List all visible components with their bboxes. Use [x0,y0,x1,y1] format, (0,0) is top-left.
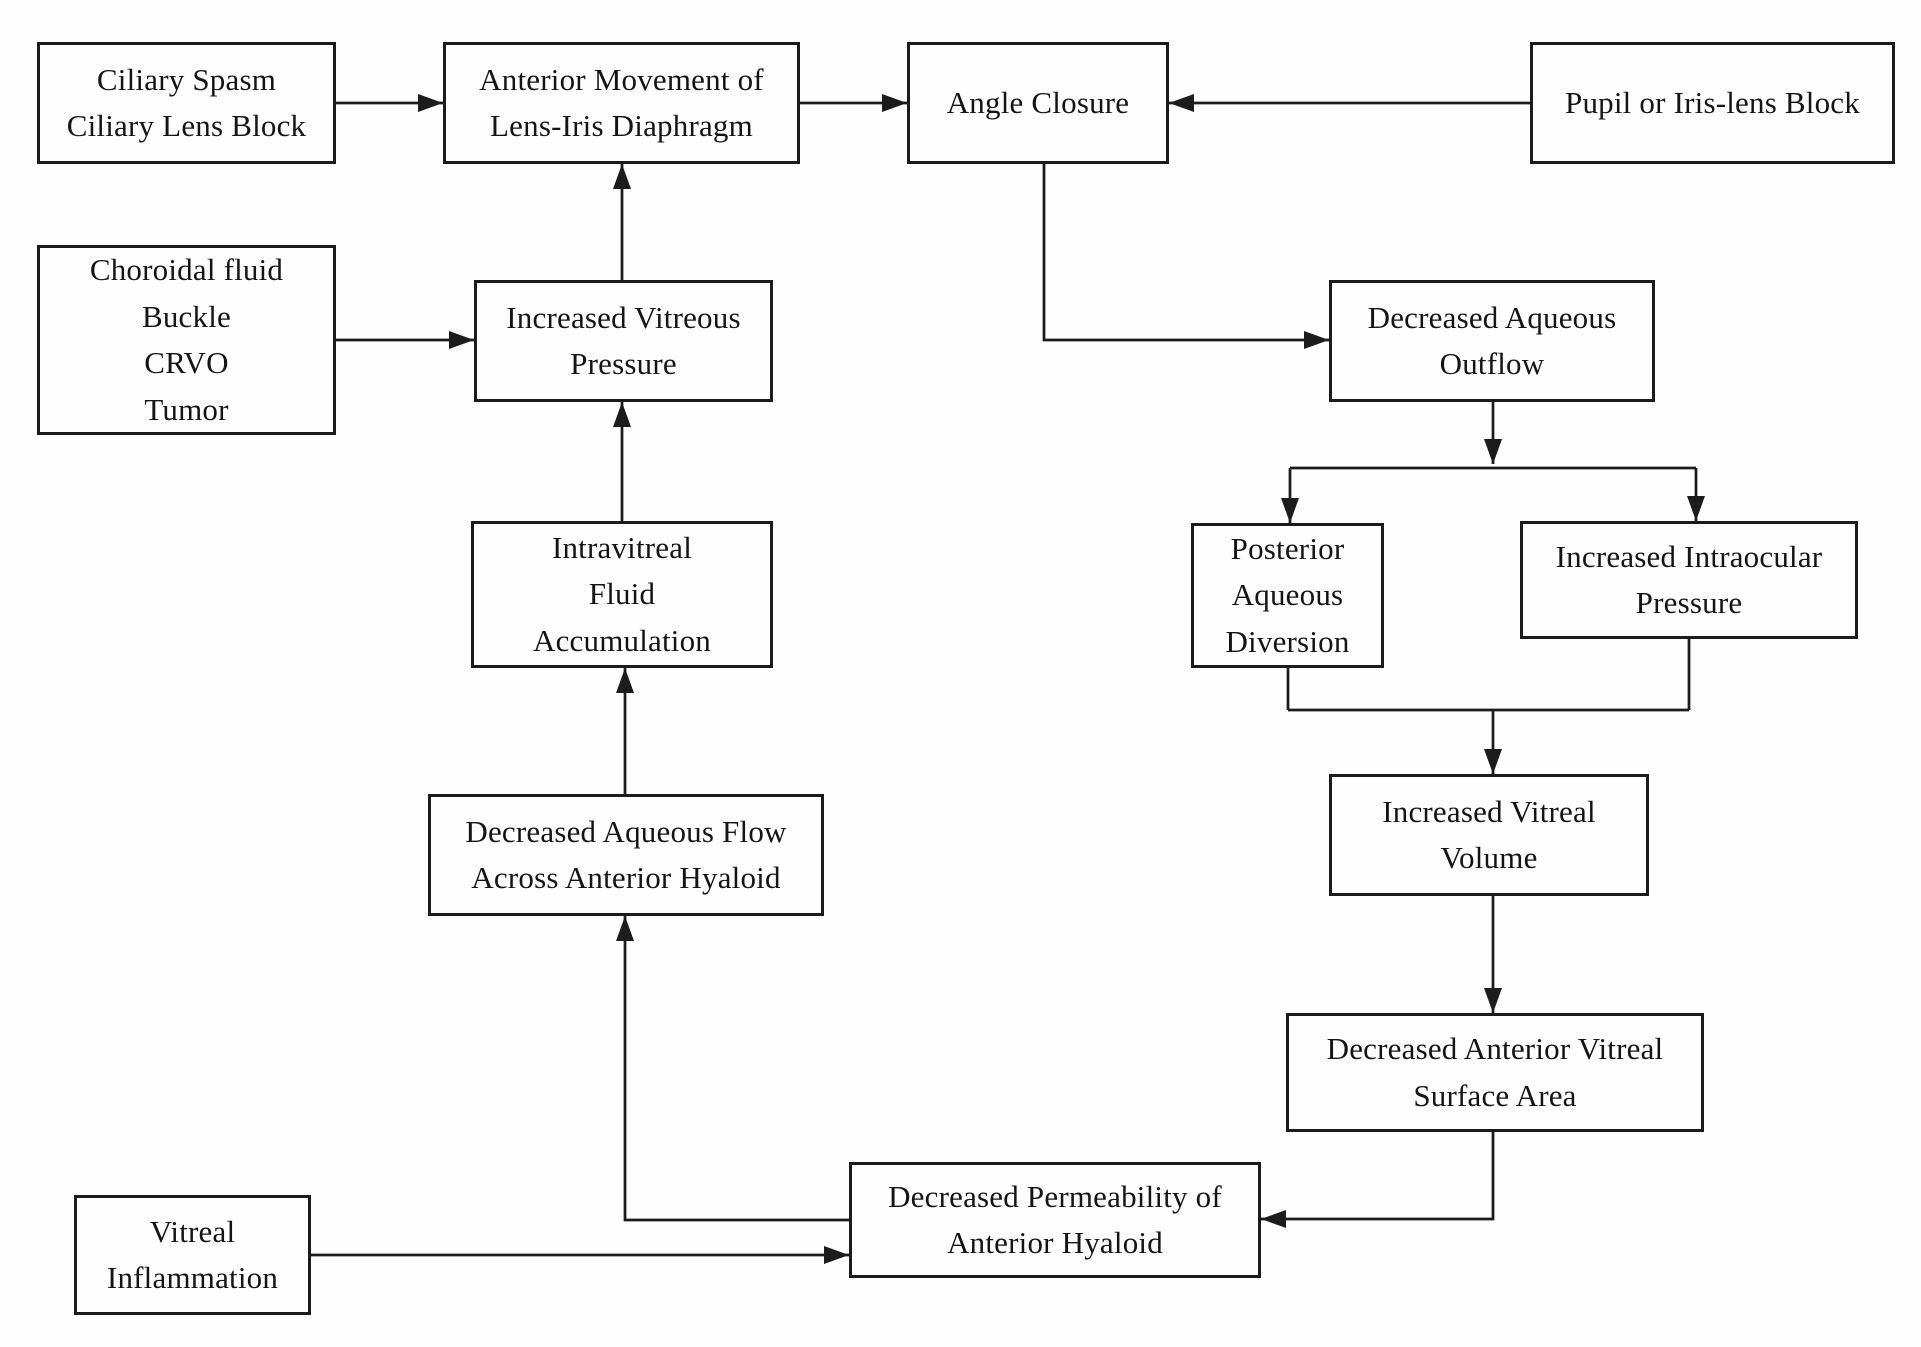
node-vitreal-inflammation-label: Vitreal Inflammation [106,1213,279,1296]
edge-decreased-permeability-to-decreased-aqueous-flow [616,916,849,1222]
edge-decreased-anterior-vitreal-to-decreased-permeability [1261,1132,1495,1228]
node-anterior-movement: Anterior Movement of Lens-Iris Diaphragm [443,42,800,164]
node-decreased-permeability-label: Decreased Permeability of Anterior Hyalo… [888,1178,1222,1261]
node-decreased-aqueous-flow-label: Decreased Aqueous Flow Across Anterior H… [465,813,787,896]
node-anterior-movement-label: Anterior Movement of Lens-Iris Diaphragm [479,61,764,144]
edge-angle-closure-to-decreased-aqueous-outflow [1042,164,1329,349]
node-decreased-aqueous-outflow-label: Decreased Aqueous Outflow [1367,299,1617,382]
node-ciliary-spasm-label: Ciliary Spasm Ciliary Lens Block [66,61,307,144]
node-decreased-aqueous-flow: Decreased Aqueous Flow Across Anterior H… [428,794,824,916]
node-increased-vitreous-pressure-label: Increased Vitreous Pressure [506,299,741,382]
node-posterior-aqueous-diversion: Posterior Aqueous Diversion [1191,523,1384,668]
node-decreased-aqueous-outflow: Decreased Aqueous Outflow [1329,280,1655,402]
node-intravitreal-fluid-accumulation-label: Intravitreal Fluid Accumulation [532,529,712,658]
node-decreased-anterior-vitreal: Decreased Anterior Vitreal Surface Area [1286,1013,1704,1132]
node-choroidal: Choroidal fluid Buckle CRVO Tumor [37,245,336,435]
node-ciliary-spasm: Ciliary Spasm Ciliary Lens Block [37,42,336,164]
node-choroidal-label: Choroidal fluid Buckle CRVO Tumor [89,252,284,427]
node-angle-closure: Angle Closure [907,42,1169,164]
node-vitreal-inflammation: Vitreal Inflammation [74,1195,311,1315]
node-decreased-permeability: Decreased Permeability of Anterior Hyalo… [849,1162,1261,1278]
node-posterior-aqueous-diversion-label: Posterior Aqueous Diversion [1225,530,1350,659]
node-pupil-block: Pupil or Iris-lens Block [1530,42,1895,164]
node-increased-vitreous-pressure: Increased Vitreous Pressure [474,280,773,402]
node-increased-intraocular-pressure-label: Increased Intraocular Pressure [1555,538,1823,621]
node-angle-closure-label: Angle Closure [946,84,1130,120]
node-increased-vitreal-volume-label: Increased Vitreal Volume [1382,793,1596,876]
node-pupil-block-label: Pupil or Iris-lens Block [1565,84,1860,120]
node-intravitreal-fluid-accumulation: Intravitreal Fluid Accumulation [471,521,773,668]
edge-converge-bar [1286,639,1691,712]
node-increased-vitreal-volume: Increased Vitreal Volume [1329,774,1649,896]
node-increased-intraocular-pressure: Increased Intraocular Pressure [1520,521,1858,639]
node-decreased-anterior-vitreal-label: Decreased Anterior Vitreal Surface Area [1326,1031,1664,1113]
